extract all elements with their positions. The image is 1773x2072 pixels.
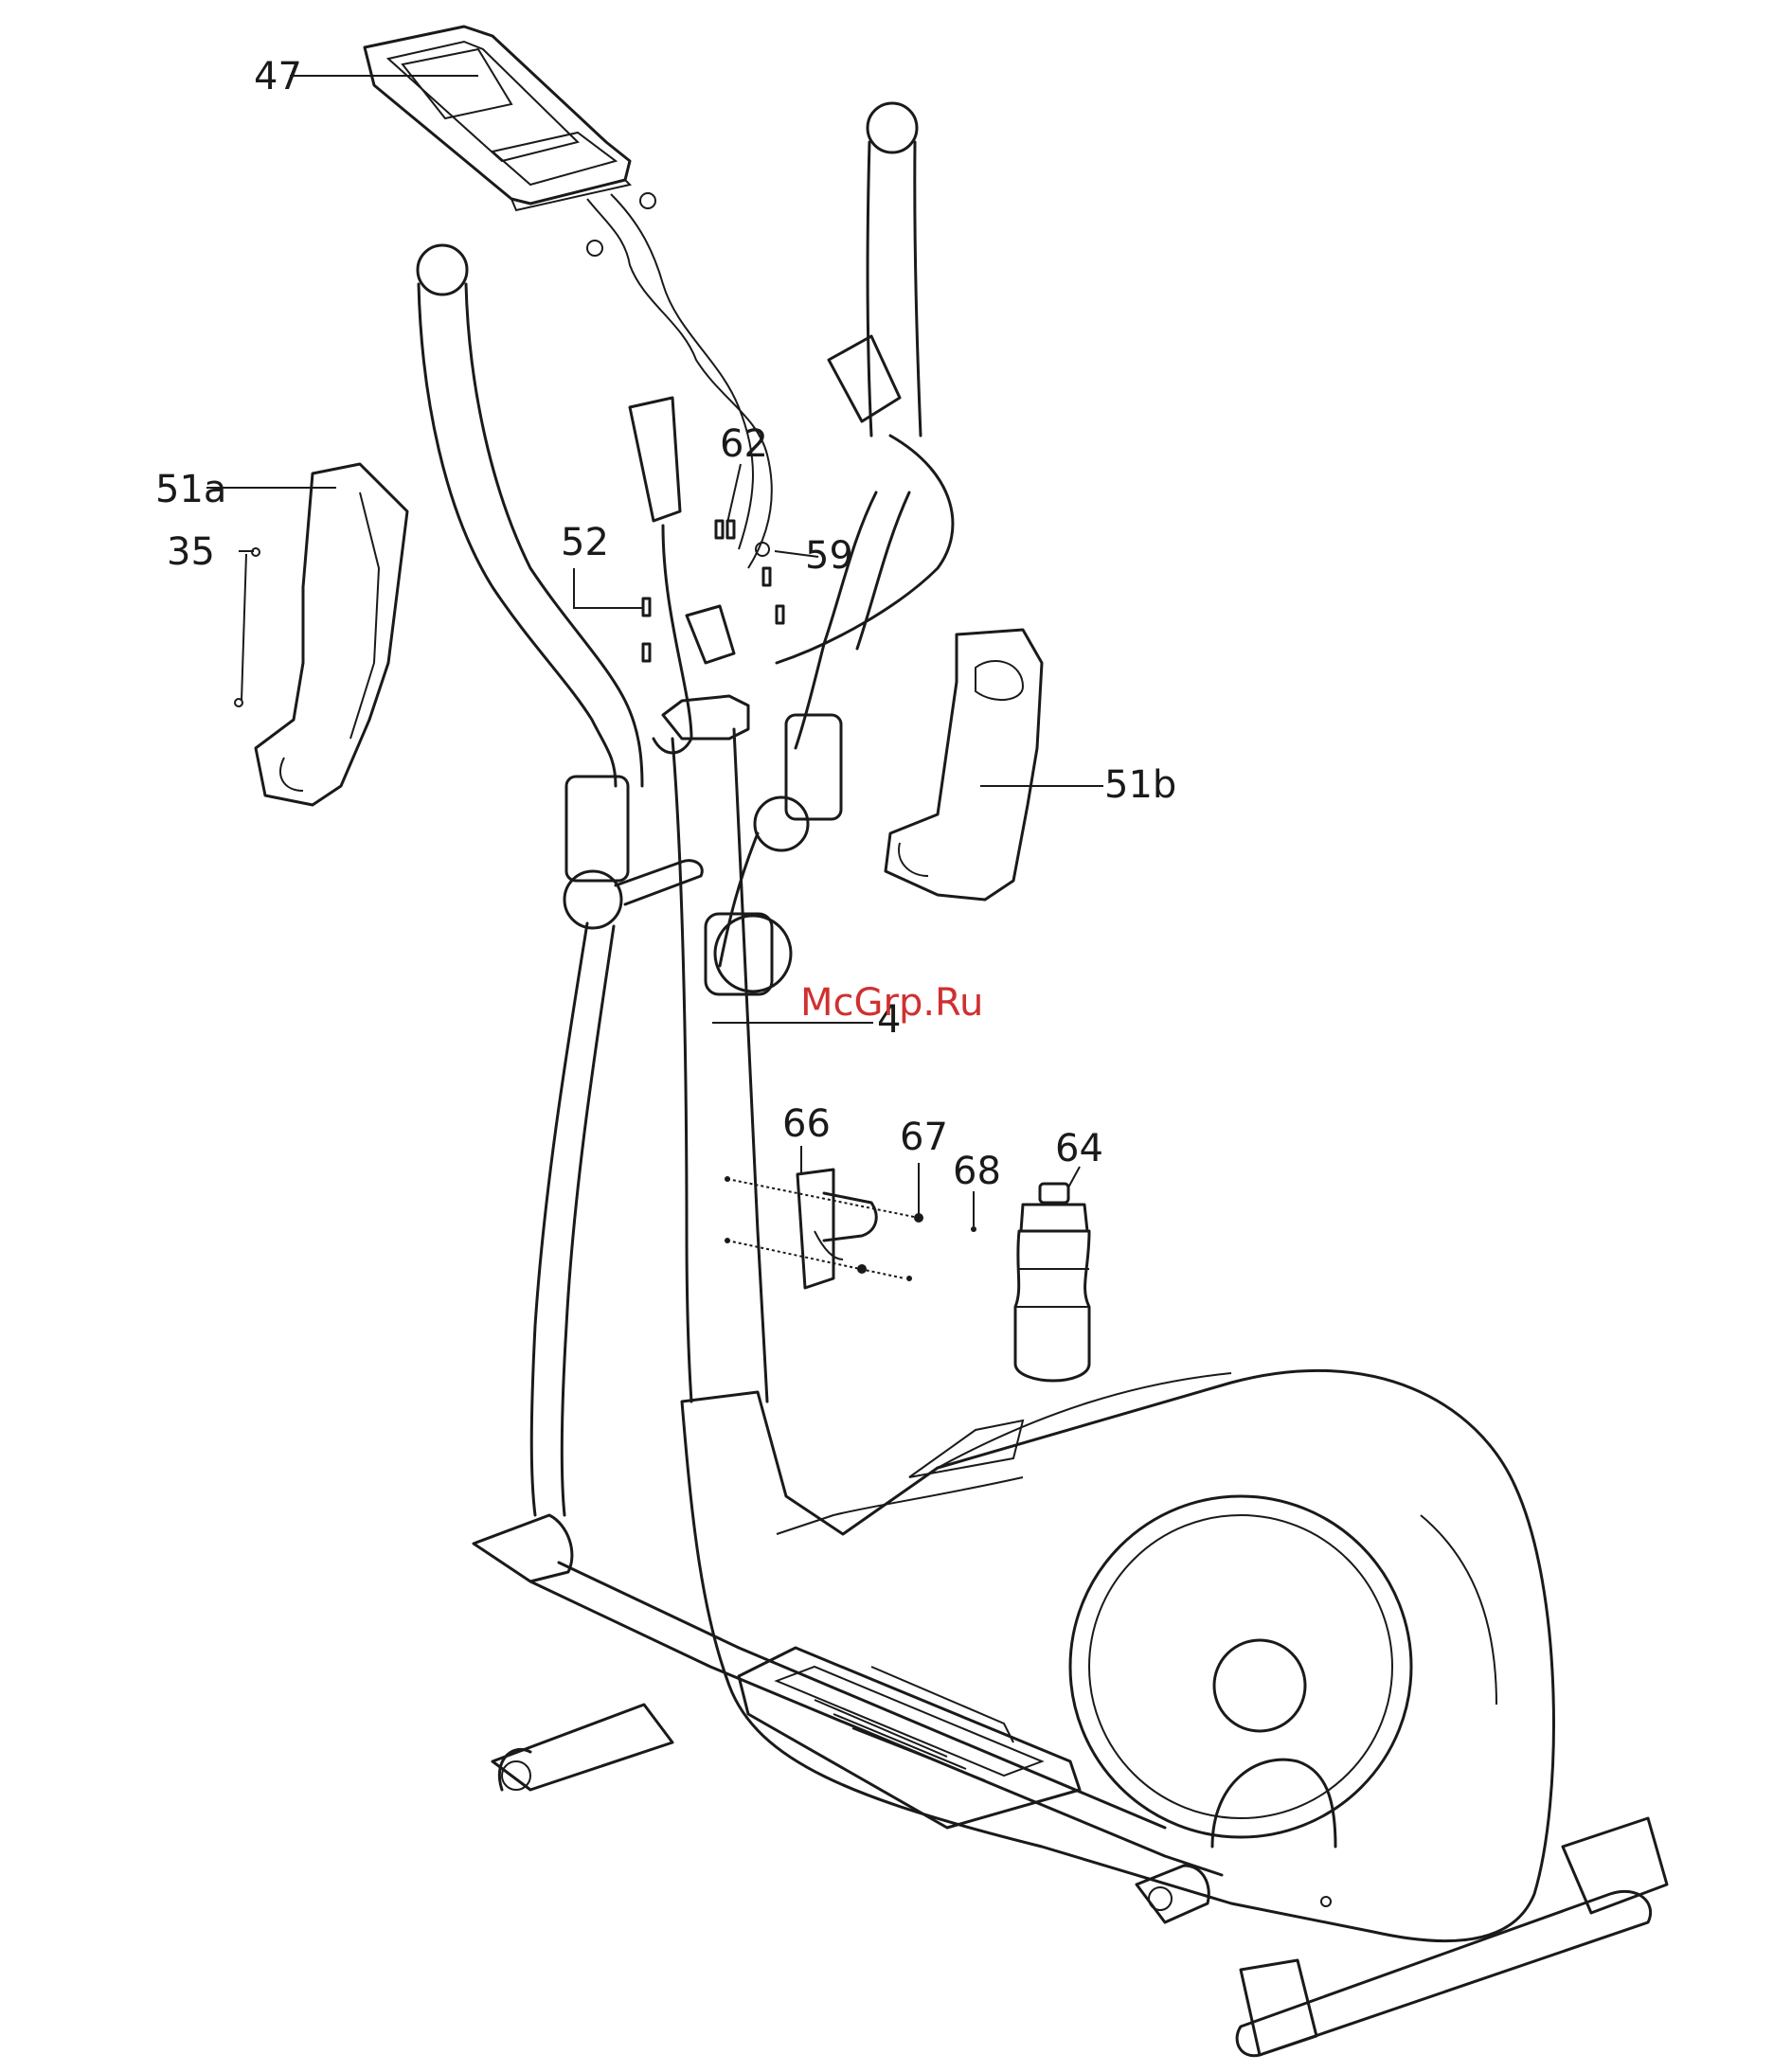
callout-47: 47 xyxy=(254,55,302,98)
callout-51a: 51a xyxy=(155,468,226,511)
center-column xyxy=(630,398,791,1402)
callout-59: 59 xyxy=(805,534,853,578)
callout-52: 52 xyxy=(561,521,609,564)
callout-51b: 51b xyxy=(1104,763,1176,807)
callout-35: 35 xyxy=(167,530,215,574)
base-frame xyxy=(474,1515,1667,2056)
right-shroud-51b xyxy=(886,630,1042,900)
bottle-holder-66 xyxy=(725,1170,976,1288)
callout-64: 64 xyxy=(1055,1127,1103,1170)
water-bottle-64 xyxy=(1015,1184,1089,1381)
callout-labels: 47 62 51a 35 52 59 51b 4 66 67 68 64 xyxy=(155,55,1176,1193)
callout-68: 68 xyxy=(953,1150,1001,1193)
callout-66: 66 xyxy=(782,1102,831,1146)
callout-62: 62 xyxy=(720,422,768,466)
leader-lines xyxy=(206,76,1103,1226)
console-part xyxy=(365,27,772,568)
left-shroud-51a xyxy=(235,464,407,805)
callout-67: 67 xyxy=(900,1116,948,1159)
watermark-text: McGrp.Ru xyxy=(800,981,983,1025)
left-handle-pole xyxy=(418,245,702,1515)
